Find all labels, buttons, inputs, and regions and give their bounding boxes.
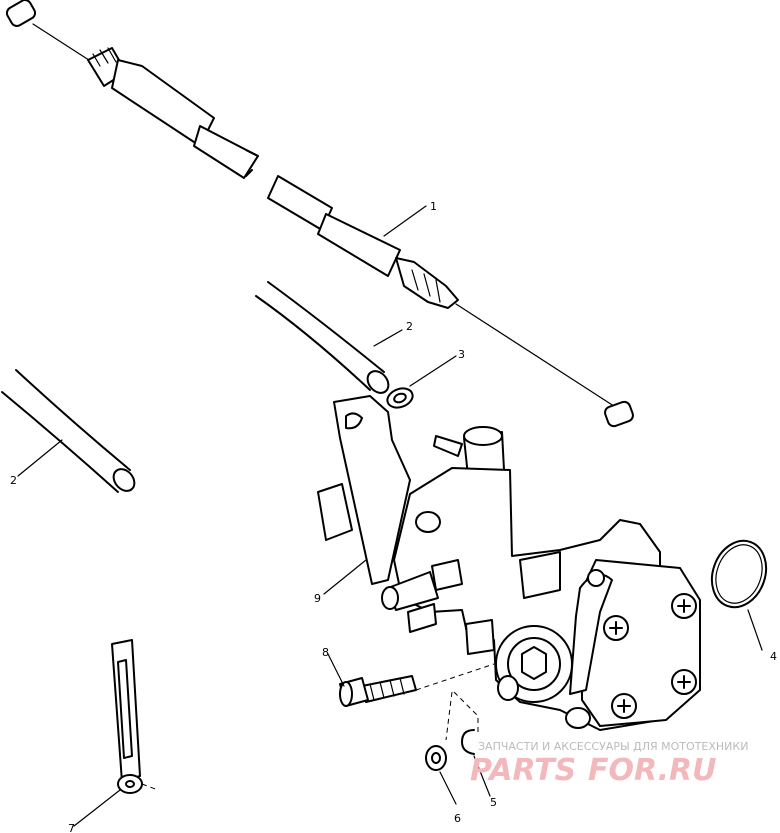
- control-cable-upper: [5, 0, 259, 179]
- watermark-brand-right: FOR.RU: [588, 753, 717, 788]
- callout-3: 3: [458, 348, 465, 361]
- callout-7: 7: [68, 822, 75, 833]
- callout-1: 1: [430, 200, 437, 213]
- cover-screws: [603, 593, 697, 719]
- bolt: [339, 675, 417, 707]
- watermark-brand-left: PARTS: [470, 753, 576, 788]
- washer: [425, 745, 447, 771]
- hose-clamp: [386, 387, 414, 409]
- oil-hose-left: [1, 369, 136, 493]
- mounting-bracket: [333, 395, 411, 585]
- leader-lines: [17, 205, 763, 827]
- callout-9: 9: [314, 592, 321, 605]
- assembly-line-bolt: [415, 663, 495, 691]
- callout-8: 8: [322, 646, 329, 659]
- callout-4: 4: [770, 650, 777, 663]
- circlip: [461, 729, 475, 755]
- assembly-line-lower: [445, 691, 479, 741]
- callout-2: 2: [406, 320, 413, 333]
- callout-6: 6: [454, 812, 461, 825]
- adjuster-bracket: [111, 639, 159, 794]
- callout-2: 2: [10, 474, 17, 487]
- callout-5: 5: [490, 796, 497, 809]
- oil-pump-body: [317, 426, 701, 731]
- watermark: ЗАПЧАСТИ И АКСЕССУАРЫ ДЛЯ МОТОТЕХНИКИ PA…: [470, 740, 748, 788]
- oil-hose-right: [255, 281, 390, 394]
- o-ring: [710, 539, 768, 609]
- watermark-tagline: ЗАПЧАСТИ И АКСЕССУАРЫ ДЛЯ МОТОТЕХНИКИ: [478, 740, 748, 753]
- control-cable-lower: [267, 175, 634, 428]
